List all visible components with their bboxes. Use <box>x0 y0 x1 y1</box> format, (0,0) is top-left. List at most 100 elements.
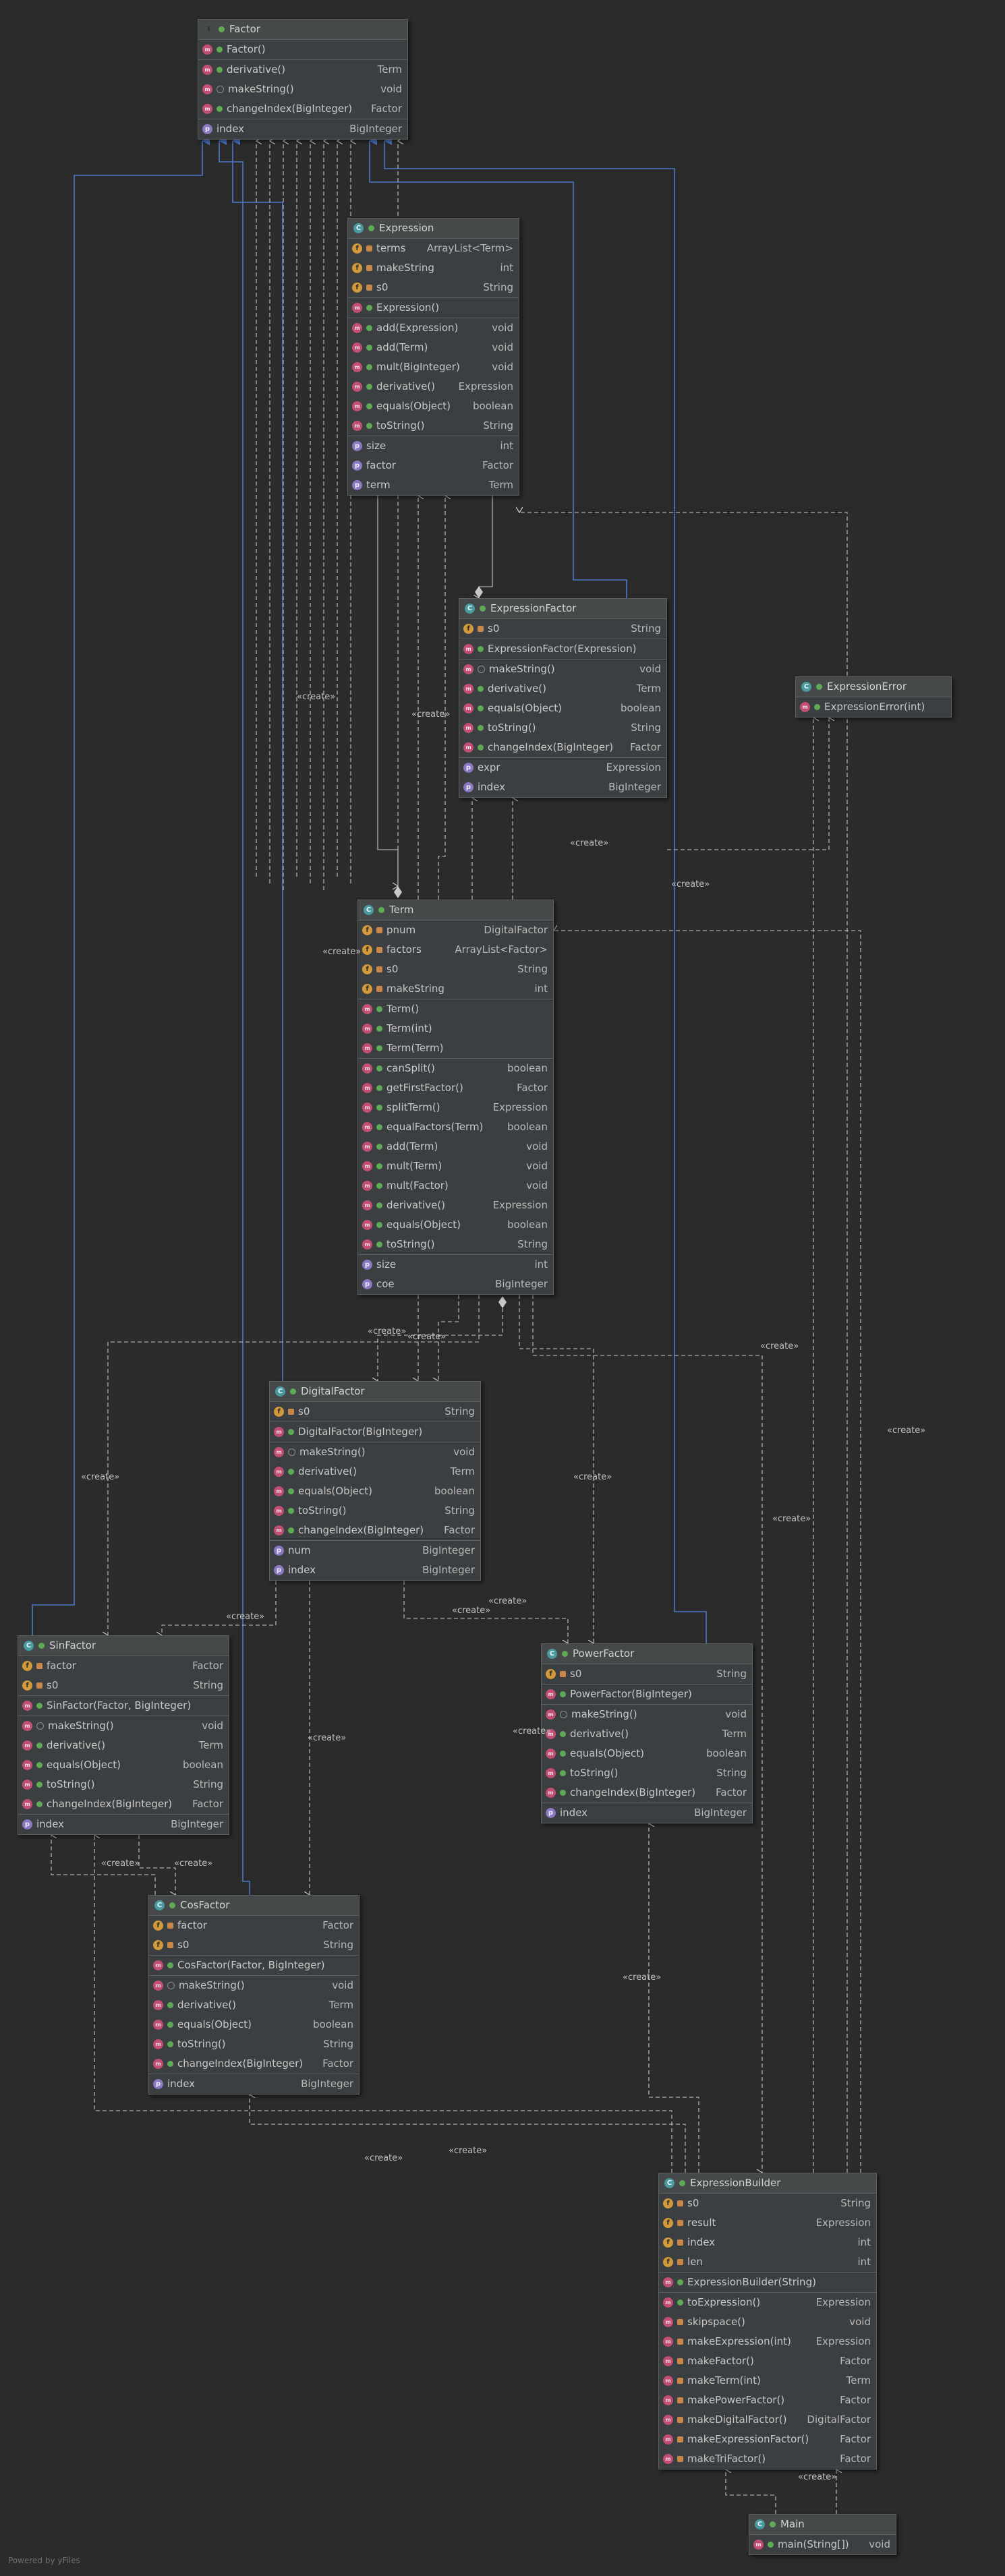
class-header[interactable]: CCosFactor <box>149 1896 359 1916</box>
method-row[interactable]: mequalFactors(Term)boolean <box>358 1117 553 1137</box>
method-row[interactable]: mderivative()Expression <box>348 377 519 397</box>
field-row[interactable]: fmakeStringint <box>348 258 519 278</box>
field-row[interactable]: ffactorFactor <box>18 1656 229 1676</box>
property-row[interactable]: pindexBigInteger <box>459 778 666 797</box>
method-row[interactable]: mequals(Object)boolean <box>18 1755 229 1775</box>
method-row[interactable]: mequals(Object)boolean <box>270 1482 480 1501</box>
class-expressionbuilder[interactable]: CExpressionBuilderfs0StringfresultExpres… <box>658 2173 877 2469</box>
method-row[interactable]: mskipspace()void <box>659 2312 876 2332</box>
method-row[interactable]: mequals(Object)boolean <box>358 1215 553 1235</box>
property-row[interactable]: psizeint <box>358 1255 553 1275</box>
method-row[interactable]: mmain(String[])void <box>749 2535 896 2554</box>
method-row[interactable]: mchangeIndex(BigInteger)Factor <box>459 738 666 757</box>
field-row[interactable]: fresultExpression <box>659 2213 876 2233</box>
method-row[interactable]: mmult(BigInteger)void <box>348 357 519 377</box>
method-row[interactable]: mtoString()String <box>18 1775 229 1794</box>
method-row[interactable]: mtoString()String <box>459 718 666 738</box>
method-row[interactable]: mmakeString()void <box>542 1705 752 1724</box>
method-row[interactable]: mmakeString()void <box>270 1442 480 1462</box>
method-row[interactable]: mtoString()String <box>270 1501 480 1521</box>
method-row[interactable]: mTerm(Term) <box>358 1038 553 1058</box>
method-row[interactable]: mmakeString()void <box>149 1976 359 1995</box>
property-row[interactable]: ptermTerm <box>348 475 519 495</box>
field-row[interactable]: ffactorFactor <box>149 1916 359 1935</box>
property-row[interactable]: pfactorFactor <box>348 456 519 475</box>
method-row[interactable]: mmakeString()void <box>18 1716 229 1736</box>
class-sinfactor[interactable]: CSinFactorffactorFactorfs0StringmSinFact… <box>18 1635 229 1835</box>
method-row[interactable]: mtoExpression()Expression <box>659 2293 876 2312</box>
field-row[interactable]: fs0String <box>659 2194 876 2213</box>
field-row[interactable]: fs0String <box>348 278 519 297</box>
method-row[interactable]: mmakePowerFactor()Factor <box>659 2391 876 2410</box>
method-row[interactable]: mmakeFactor()Factor <box>659 2351 876 2371</box>
method-row[interactable]: mchangeIndex(BigInteger)Factor <box>270 1521 480 1540</box>
field-row[interactable]: fs0String <box>18 1676 229 1695</box>
class-expressionerror[interactable]: CExpressionErrormExpressionError(int) <box>795 676 952 718</box>
method-row[interactable]: madd(Term)void <box>348 338 519 357</box>
property-row[interactable]: pindexBigInteger <box>542 1803 752 1823</box>
method-row[interactable]: mderivative()Term <box>542 1724 752 1744</box>
class-header[interactable]: CExpression <box>348 218 519 239</box>
property-row[interactable]: pindexBigInteger <box>18 1815 229 1834</box>
field-row[interactable]: ftermsArrayList<Term> <box>348 239 519 258</box>
property-row[interactable]: pcoeBigInteger <box>358 1275 553 1294</box>
class-powerfactor[interactable]: CPowerFactorfs0StringmPowerFactor(BigInt… <box>541 1643 753 1823</box>
method-row[interactable]: mExpression() <box>348 298 519 318</box>
method-row[interactable]: mequals(Object)boolean <box>542 1744 752 1763</box>
property-row[interactable]: psizeint <box>348 436 519 456</box>
field-row[interactable]: fs0String <box>358 960 553 979</box>
class-header[interactable]: IFactor <box>198 20 407 40</box>
class-header[interactable]: CSinFactor <box>18 1636 229 1656</box>
method-row[interactable]: mmakeTerm(int)Term <box>659 2371 876 2391</box>
field-row[interactable]: findexint <box>659 2233 876 2252</box>
class-main[interactable]: CMainmmain(String[])void <box>749 2514 896 2555</box>
property-row[interactable]: pindexBigInteger <box>149 2074 359 2094</box>
method-row[interactable]: mderivative()Term <box>459 679 666 699</box>
method-row[interactable]: mmakeTriFactor()Factor <box>659 2449 876 2469</box>
class-term[interactable]: CTermfpnumDigitalFactorffactorsArrayList… <box>357 900 554 1295</box>
property-row[interactable]: pnumBigInteger <box>270 1541 480 1560</box>
class-cosfactor[interactable]: CCosFactorffactorFactorfs0StringmCosFact… <box>148 1895 360 2095</box>
class-header[interactable]: CMain <box>749 2515 896 2535</box>
method-row[interactable]: mExpressionError(int) <box>796 697 951 717</box>
method-row[interactable]: mequals(Object)boolean <box>149 2015 359 2035</box>
class-expression[interactable]: CExpressionftermsArrayList<Term>fmakeStr… <box>347 218 519 496</box>
method-row[interactable]: mExpressionFactor(Expression) <box>459 639 666 659</box>
property-row[interactable]: pindexBigInteger <box>270 1560 480 1580</box>
method-row[interactable]: mgetFirstFactor()Factor <box>358 1078 553 1098</box>
property-row[interactable]: pexprExpression <box>459 758 666 778</box>
property-row[interactable]: pindexBigInteger <box>198 119 407 139</box>
method-row[interactable]: mmakeDigitalFactor()DigitalFactor <box>659 2410 876 2430</box>
method-row[interactable]: mCosFactor(Factor, BigInteger) <box>149 1956 359 1975</box>
method-row[interactable]: mderivative()Expression <box>358 1196 553 1215</box>
field-row[interactable]: fmakeStringint <box>358 979 553 999</box>
class-header[interactable]: CExpressionBuilder <box>659 2173 876 2194</box>
method-row[interactable]: mSinFactor(Factor, BigInteger) <box>18 1696 229 1716</box>
method-row[interactable]: mmakeString()void <box>459 660 666 679</box>
field-row[interactable]: ffactorsArrayList<Factor> <box>358 940 553 960</box>
method-row[interactable]: mTerm(int) <box>358 1019 553 1038</box>
method-row[interactable]: mchangeIndex(BigInteger)Factor <box>149 2054 359 2074</box>
method-row[interactable]: msplitTerm()Expression <box>358 1098 553 1117</box>
method-row[interactable]: mmakeString()void <box>198 80 407 99</box>
method-row[interactable]: mtoString()String <box>348 416 519 436</box>
method-row[interactable]: mcanSplit()boolean <box>358 1059 553 1078</box>
method-row[interactable]: madd(Expression)void <box>348 318 519 338</box>
method-row[interactable]: mderivative()Term <box>149 1995 359 2015</box>
class-header[interactable]: CExpressionError <box>796 677 951 697</box>
field-row[interactable]: fs0String <box>149 1935 359 1955</box>
method-row[interactable]: mFactor() <box>198 40 407 59</box>
method-row[interactable]: mtoString()String <box>149 2035 359 2054</box>
class-expressionfactor[interactable]: CExpressionFactorfs0StringmExpressionFac… <box>459 598 667 798</box>
method-row[interactable]: mDigitalFactor(BigInteger) <box>270 1422 480 1442</box>
class-header[interactable]: CTerm <box>358 900 553 920</box>
method-row[interactable]: mderivative()Term <box>270 1462 480 1482</box>
method-row[interactable]: mmult(Factor)void <box>358 1176 553 1196</box>
method-row[interactable]: mderivative()Term <box>198 60 407 80</box>
method-row[interactable]: mmakeExpression(int)Expression <box>659 2332 876 2351</box>
method-row[interactable]: madd(Term)void <box>358 1137 553 1157</box>
method-row[interactable]: mPowerFactor(BigInteger) <box>542 1685 752 1704</box>
method-row[interactable]: mtoString()String <box>542 1763 752 1783</box>
class-header[interactable]: CExpressionFactor <box>459 599 666 619</box>
method-row[interactable]: mmult(Term)void <box>358 1157 553 1176</box>
